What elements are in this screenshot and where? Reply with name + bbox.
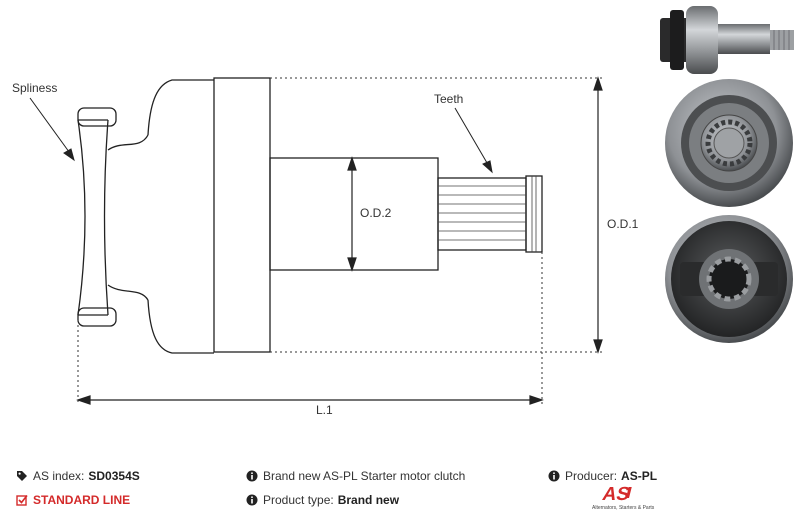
as-index-row: AS index: SD0354S — [16, 469, 140, 483]
product-type-value: Brand new — [337, 493, 400, 507]
clutch-outline — [77, 77, 543, 354]
info-icon — [246, 494, 258, 506]
description-text: Brand new AS-PL Starter motor clutch — [263, 469, 466, 483]
logo-mark: AS — [600, 484, 632, 505]
info-icon — [246, 470, 258, 482]
photo-side-view — [660, 6, 794, 74]
dimension-lines — [76, 76, 603, 405]
as-index-label: AS index: — [33, 469, 85, 483]
standard-line-row: STANDARD LINE — [16, 493, 130, 507]
label-od2: O.D.2 — [360, 206, 392, 220]
as-index-value: SD0354S — [88, 469, 140, 483]
producer-label: Producer: — [565, 469, 618, 483]
photo-back-view — [665, 215, 793, 343]
extension-lines — [77, 77, 605, 405]
label-od1: O.D.1 — [607, 217, 639, 231]
gear-teeth-hatch — [438, 176, 537, 252]
standard-line-label: STANDARD LINE — [33, 493, 131, 507]
tag-icon — [17, 471, 27, 481]
label-teeth: Teeth — [434, 92, 463, 106]
photo-front-view — [665, 79, 793, 207]
producer-row: Producer: AS-PL — [548, 469, 657, 483]
product-type-label: Product type: — [263, 493, 334, 507]
leader-lines — [29, 97, 493, 174]
logo-tagline: Alternators, Starters & Parts — [592, 505, 655, 511]
producer-value: AS-PL — [621, 469, 658, 483]
technical-drawing: Spliness Teeth O.D.2 O.D.1 L.1 — [12, 6, 794, 417]
info-icon — [548, 470, 560, 482]
checkbox-icon — [16, 495, 28, 506]
label-l1: L.1 — [316, 403, 333, 417]
as-pl-logo: AS Alternators, Starters & Parts — [592, 484, 655, 511]
product-type-row: Product type: Brand new — [246, 493, 399, 507]
label-spliness: Spliness — [12, 81, 57, 95]
description-row: Brand new AS-PL Starter motor clutch — [246, 469, 465, 483]
